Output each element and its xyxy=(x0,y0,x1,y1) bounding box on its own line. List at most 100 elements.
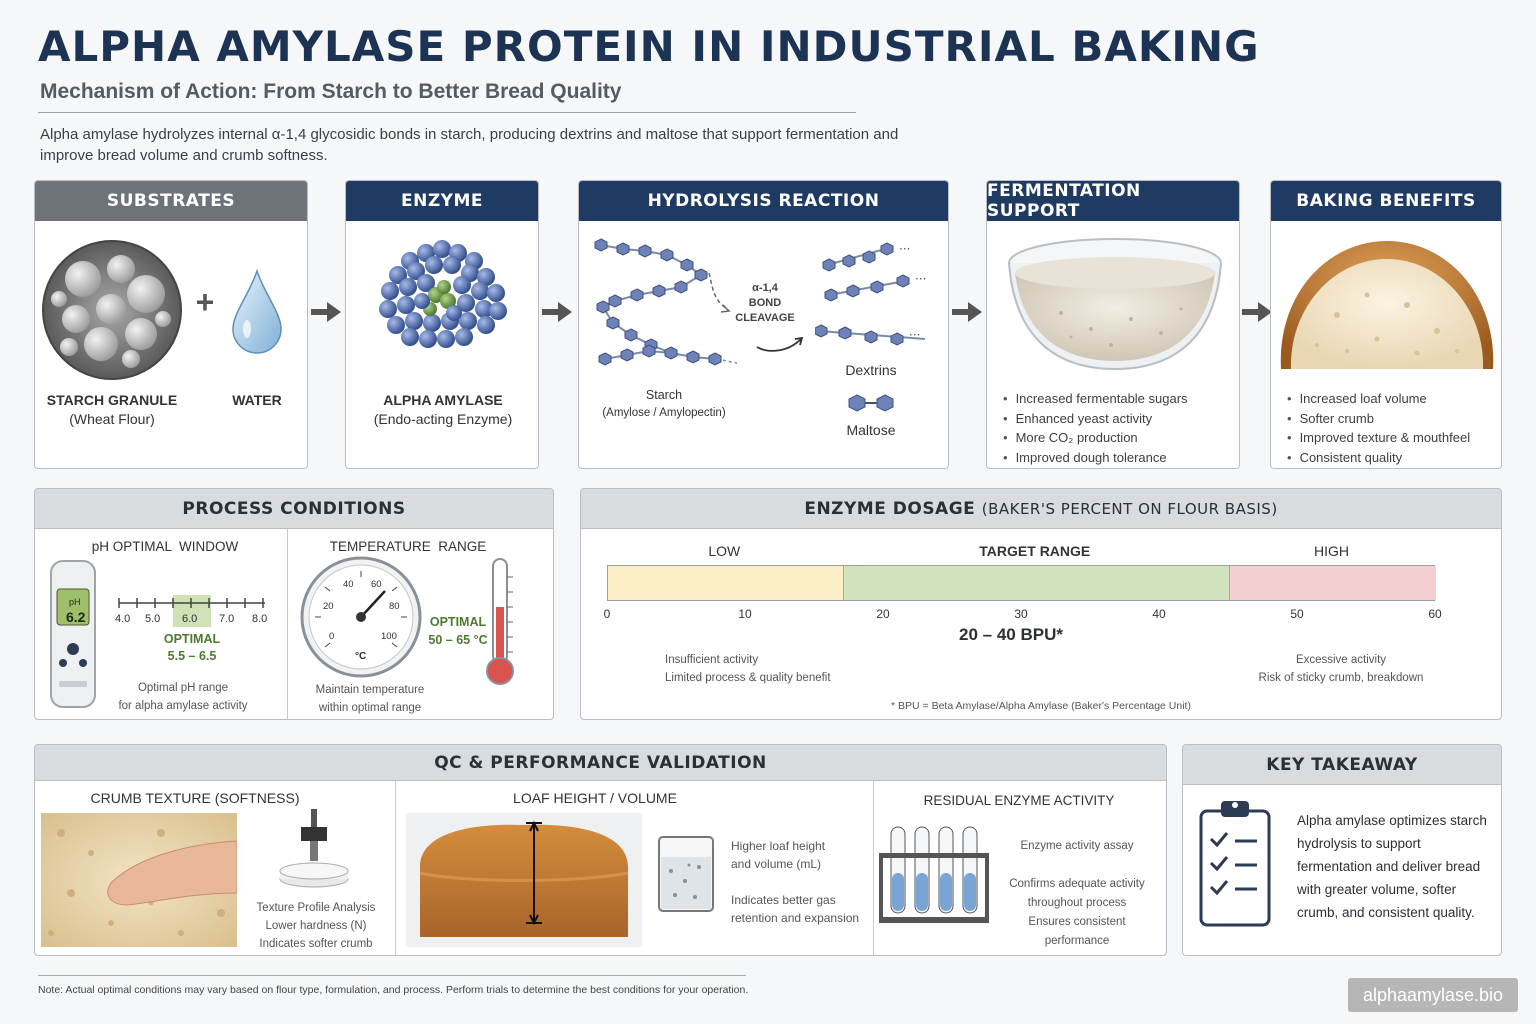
fermentation-bullet: Increased fermentable sugars xyxy=(1003,389,1188,409)
dial-tick-label: 0 xyxy=(329,631,335,642)
arrow-right-icon xyxy=(542,302,572,322)
svg-text:···: ··· xyxy=(909,328,920,342)
intro-text: Alpha amylase hydrolyzes internal α-1,4 … xyxy=(40,126,899,164)
dosage-tick-label: 50 xyxy=(1290,607,1304,621)
qc-divider xyxy=(873,781,874,955)
plus-sign: + xyxy=(195,284,215,320)
benefits-header: BAKING BENEFITS xyxy=(1271,181,1501,221)
fermentation-panel: FERMENTATION SUPPORT Increased fermentab… xyxy=(986,180,1240,469)
temperature-heading: TEMPERATURE RANGE xyxy=(329,539,487,554)
dosage-tick-label: 10 xyxy=(738,607,752,621)
fermentation-bullets: Increased fermentable sugars Enhanced ye… xyxy=(1003,389,1188,467)
dial-tick-label: 100 xyxy=(381,631,397,642)
fermentation-bullet: Improved dough tolerance xyxy=(1003,448,1188,468)
dosage-tick-label: 0 xyxy=(603,607,611,621)
enzyme-header: ENZYME xyxy=(346,181,538,221)
benefits-panel: BAKING BENEFITS Increased loaf volume So… xyxy=(1270,180,1502,469)
dextrins-icon: ··· ··· ··· xyxy=(815,242,926,346)
process-header: PROCESS CONDITIONS xyxy=(35,489,553,529)
dosage-zone-label: HIGH xyxy=(1314,543,1349,559)
starch-substrate-label: Starch(Amylose / Amylopectin) xyxy=(602,388,726,419)
substrates-header: SUBSTRATES xyxy=(35,181,307,221)
enzyme-panel: ENZYME ALPHA AMYLASE(Endo-acting Enzyme) xyxy=(345,180,539,469)
qc-panel: QC & PERFORMANCE VALIDATION CRUMB TEXTUR… xyxy=(34,744,1167,956)
dosage-zone-labels: LOW TARGET RANGE HIGH xyxy=(607,543,1435,563)
page-subtitle: Mechanism of Action: From Starch to Bett… xyxy=(40,80,622,103)
substrates-panel: SUBSTRATES + STARCH GRANULE(Wheat Flour)… xyxy=(34,180,308,469)
ph-tick-label: 4.0 xyxy=(115,613,131,625)
ph-scale xyxy=(118,595,265,627)
qc-header: QC & PERFORMANCE VALIDATION xyxy=(35,745,1166,781)
hydrolysis-panel: HYDROLYSIS REACTION xyxy=(578,180,949,469)
process-panel: PROCESS CONDITIONS pH OPTIMAL WINDOW pH … xyxy=(34,488,554,720)
takeaway-text: Alpha amylase optimizes starch hydrolysi… xyxy=(1297,813,1487,920)
arrow-right-icon xyxy=(311,302,341,322)
subtitle-divider xyxy=(38,112,856,113)
ph-meter-icon xyxy=(50,560,96,708)
bread-loaf-icon xyxy=(1280,241,1494,369)
water-drop-icon xyxy=(232,269,282,354)
page-title: ALPHA AMYLASE PROTEIN IN INDUSTRIAL BAKI… xyxy=(38,22,1260,71)
dosage-zone-segment xyxy=(842,566,1229,600)
starch-granule-icon xyxy=(42,240,182,380)
fermentation-header: FERMENTATION SUPPORT xyxy=(987,181,1239,221)
dosage-tick-label: 30 xyxy=(1014,607,1028,621)
dial-unit-label: °C xyxy=(355,651,367,662)
ph-meter-label: pH xyxy=(69,597,81,607)
benefits-bullet: Softer crumb xyxy=(1287,409,1470,429)
loaf-volume-image xyxy=(406,813,642,947)
dosage-footnote: * BPU = Beta Amylase/Alpha Amylase (Bake… xyxy=(891,700,1191,712)
test-tube-rack-icon xyxy=(879,826,989,923)
dosage-target-value: 20 – 40 BPU* xyxy=(959,625,1063,644)
maltose-icon xyxy=(848,394,894,412)
texture-analyzer-icon xyxy=(279,809,349,888)
svg-text:···: ··· xyxy=(899,242,910,256)
enzyme-protein-icon xyxy=(379,240,507,348)
footer-divider xyxy=(38,975,746,976)
arrow-right-icon xyxy=(1242,302,1272,322)
dial-tick-label: 80 xyxy=(389,601,400,612)
hydrolysis-header: HYDROLYSIS REACTION xyxy=(579,181,948,221)
ph-tick-label: 8.0 xyxy=(252,613,268,625)
beaker-icon xyxy=(658,836,714,912)
ph-tick-label: 5.0 xyxy=(145,613,161,625)
dosage-zone-segment xyxy=(608,566,843,600)
process-divider xyxy=(287,529,288,719)
fermentation-bullet: Enhanced yeast activity xyxy=(1003,409,1188,429)
crumb-heading: CRUMB TEXTURE (SOFTNESS) xyxy=(90,790,300,806)
starch-chain-icon xyxy=(594,238,738,366)
dough-bowl-icon xyxy=(1008,238,1222,371)
loaf-heading: LOAF HEIGHT / VOLUME xyxy=(513,790,677,806)
water-label: WATER xyxy=(232,392,282,408)
benefits-bullet: Increased loaf volume xyxy=(1287,389,1470,409)
takeaway-panel: KEY TAKEAWAY Alpha amylase optimizes sta… xyxy=(1182,744,1502,956)
benefits-bullet: Improved texture & mouthfeel xyxy=(1287,428,1471,448)
fermentation-bullet: More CO₂ production xyxy=(1003,428,1188,448)
starch-granule-label: STARCH GRANULE(Wheat Flour) xyxy=(46,392,178,427)
dosage-zone-label: LOW xyxy=(708,543,741,559)
dial-tick-label: 40 xyxy=(343,579,354,590)
dosage-tick-label: 20 xyxy=(876,607,890,621)
dosage-zone-segment xyxy=(1229,566,1436,600)
dosage-tick-label: 40 xyxy=(1152,607,1166,621)
ph-heading: pH OPTIMAL WINDOW xyxy=(91,539,239,554)
benefits-bullet: Consistent quality xyxy=(1287,448,1470,468)
temperature-dial-icon xyxy=(300,556,422,678)
thermometer-icon xyxy=(486,558,514,685)
crumb-texture-image xyxy=(41,813,237,947)
dosage-tick-label: 60 xyxy=(1428,607,1442,621)
dosage-bar xyxy=(607,565,1436,601)
footer-note: Note: Actual optimal conditions may vary… xyxy=(38,984,749,996)
clipboard-checklist-icon xyxy=(1199,801,1271,927)
dosage-zone-label: TARGET RANGE xyxy=(979,543,1091,559)
dosage-ticks: 0 10 20 30 40 50 60 xyxy=(604,607,1442,625)
enzyme-label: ALPHA AMYLASE(Endo-acting Enzyme) xyxy=(373,392,513,427)
dial-tick-label: 20 xyxy=(323,601,334,612)
